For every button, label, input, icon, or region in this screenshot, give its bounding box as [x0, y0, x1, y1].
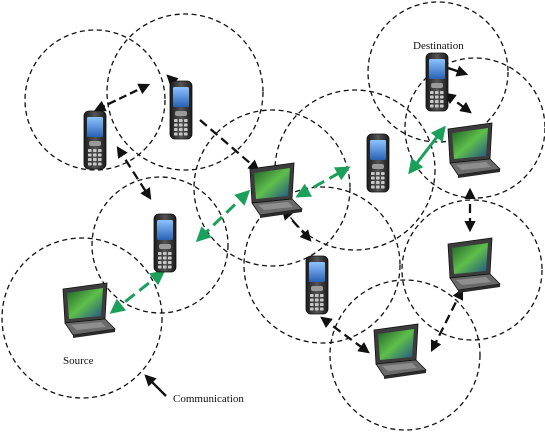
laptop-destination-right-laptop-icon [447, 122, 501, 178]
range-circle [1, 237, 163, 399]
phone-destination-phone-icon [425, 52, 449, 112]
link-arrow [444, 92, 472, 114]
link-arrow [430, 287, 464, 353]
route-arrow [195, 189, 251, 243]
range-circle [367, 1, 509, 143]
range-circle [106, 13, 264, 171]
link-arrow [281, 208, 312, 242]
phone-center-left-phone-icon [153, 213, 177, 273]
range-circle [329, 279, 481, 431]
link-arrow [199, 119, 260, 172]
phone-center-phone-icon [305, 255, 329, 315]
route-links [109, 125, 446, 314]
source-label: Source [63, 355, 94, 367]
link-arrow [93, 83, 151, 112]
laptop-center-laptop-icon [249, 162, 303, 218]
range-circle [24, 29, 166, 171]
phone-top-center-phone-icon [169, 80, 193, 140]
destination-label: Destination [413, 40, 464, 52]
route-arrow [408, 125, 446, 175]
route-arrow [295, 166, 351, 198]
phone-center-right-phone-icon [366, 133, 390, 193]
laptop-source-laptop-icon [62, 282, 116, 338]
range-circle [401, 199, 543, 341]
phone-top-left-phone-icon [83, 110, 107, 170]
laptop-right-laptop-icon [447, 237, 501, 293]
communication-label: Communication [173, 393, 244, 405]
legend-arrow [144, 374, 167, 397]
black-links [93, 65, 476, 397]
link-arrow [320, 316, 370, 354]
laptop-bottom-laptop-icon [373, 323, 427, 379]
link-arrow [447, 65, 469, 77]
nodes [62, 52, 501, 379]
route-arrow [109, 270, 166, 314]
link-arrow [116, 146, 152, 200]
